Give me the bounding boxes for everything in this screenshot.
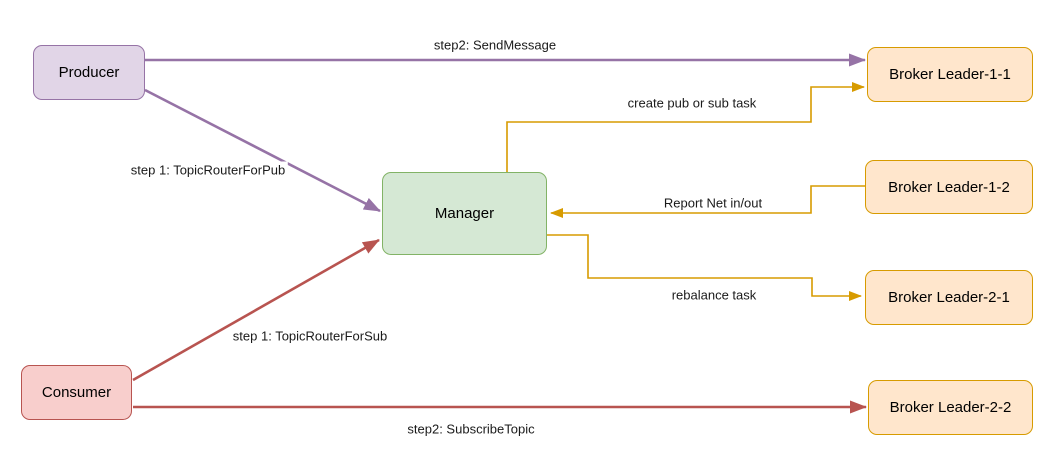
edge-manager-to-broker-leader-1-1 [506, 82, 865, 172]
node-producer-label: Producer [58, 64, 120, 81]
edge-label-send-message: step2: SendMessage [430, 36, 560, 54]
node-broker-leader-2-2: Broker Leader-2-2 [868, 380, 1033, 435]
edge-producer-to-manager [144, 88, 381, 213]
node-broker-leader-1-1-label: Broker Leader-1-1 [889, 66, 1011, 83]
node-broker-leader-2-2-label: Broker Leader-2-2 [889, 399, 1012, 416]
edge-manager-to-broker-leader-2-1 [547, 234, 862, 301]
node-producer: Producer [33, 45, 145, 100]
edge-label-create-pub-or-sub-task: create pub or sub task [624, 94, 760, 112]
node-broker-leader-2-1: Broker Leader-2-1 [865, 270, 1033, 325]
edge-label-topic-router-for-pub: step 1: TopicRouterForPub [127, 161, 289, 179]
node-broker-leader-1-1: Broker Leader-1-1 [867, 47, 1033, 102]
edge-label-topic-router-for-sub: step 1: TopicRouterForSub [229, 327, 391, 345]
node-broker-leader-1-2: Broker Leader-1-2 [865, 160, 1033, 214]
edge-broker-leader-1-2-to-manager [550, 185, 865, 218]
edge-label-rebalance-task: rebalance task [668, 286, 760, 304]
edge-consumer-to-manager [132, 238, 380, 382]
node-broker-leader-1-2-label: Broker Leader-1-2 [888, 178, 1010, 196]
node-consumer: Consumer [21, 365, 132, 420]
node-consumer-label: Consumer [41, 384, 112, 401]
node-manager: Manager [382, 172, 547, 255]
edge-label-subscribe-topic: step2: SubscribeTopic [404, 420, 538, 438]
edge-label-report-net-in-out: Report Net in/out [660, 194, 766, 212]
node-broker-leader-2-1-label: Broker Leader-2-1 [888, 289, 1010, 306]
node-manager-label: Manager [434, 205, 495, 222]
